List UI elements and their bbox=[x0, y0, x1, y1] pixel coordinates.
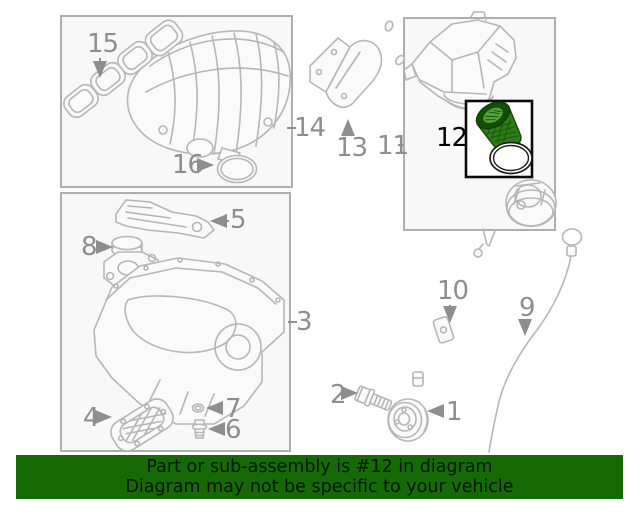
crank-pulley-drawing-part-1 bbox=[387, 398, 429, 442]
callout-5: 5 bbox=[230, 205, 247, 235]
bracket-drawing-part-5 bbox=[115, 199, 215, 239]
callout-15: 15 bbox=[87, 29, 119, 59]
filter-cap-drawing bbox=[505, 179, 557, 227]
callout-3: 3 bbox=[296, 307, 313, 337]
dipstick-drawing-part-9 bbox=[488, 228, 583, 453]
highlight-banner: Part or sub-assembly is #12 in diagram D… bbox=[16, 455, 623, 499]
intake-manifold-drawing bbox=[126, 30, 292, 165]
callout-6: 6 bbox=[225, 415, 242, 445]
drain-plug-drawing-part-6 bbox=[191, 419, 208, 439]
baffle-plate-drawing-part-4 bbox=[110, 398, 174, 452]
banner-line-1: Part or sub-assembly is #12 in diagram bbox=[146, 457, 493, 477]
manifold-seal-ring-drawing bbox=[216, 154, 258, 184]
oil-pan-drawing bbox=[93, 257, 285, 425]
callout-13: 13 bbox=[336, 133, 368, 163]
banner-line-2: Diagram may not be specific to your vehi… bbox=[125, 477, 514, 497]
callout-12-highlighted: 12 bbox=[436, 123, 468, 153]
callout-14: 14 bbox=[294, 113, 326, 143]
callout-11: 11 bbox=[377, 131, 409, 161]
callout-arrows bbox=[93, 58, 532, 436]
callout-10: 10 bbox=[437, 276, 469, 306]
callout-7: 7 bbox=[225, 394, 242, 424]
callout-8: 8 bbox=[81, 232, 98, 262]
oil-filter-housing-drawing bbox=[403, 11, 517, 111]
callout-2: 2 bbox=[330, 380, 347, 410]
callout-1: 1 bbox=[446, 397, 463, 427]
filter-oring-drawing bbox=[489, 141, 533, 175]
small-oring-drawing-part-7 bbox=[191, 403, 205, 413]
dipstick-tube-drawing-part-10 bbox=[412, 228, 496, 387]
oil-cooler-drawing bbox=[309, 20, 405, 108]
pulley-bolt-drawing-part-2 bbox=[354, 385, 393, 411]
callout-16: 16 bbox=[172, 150, 204, 180]
callout-4: 4 bbox=[83, 403, 100, 433]
oil-filter-element-drawing-highlighted bbox=[475, 101, 522, 153]
callout-9: 9 bbox=[519, 293, 536, 323]
